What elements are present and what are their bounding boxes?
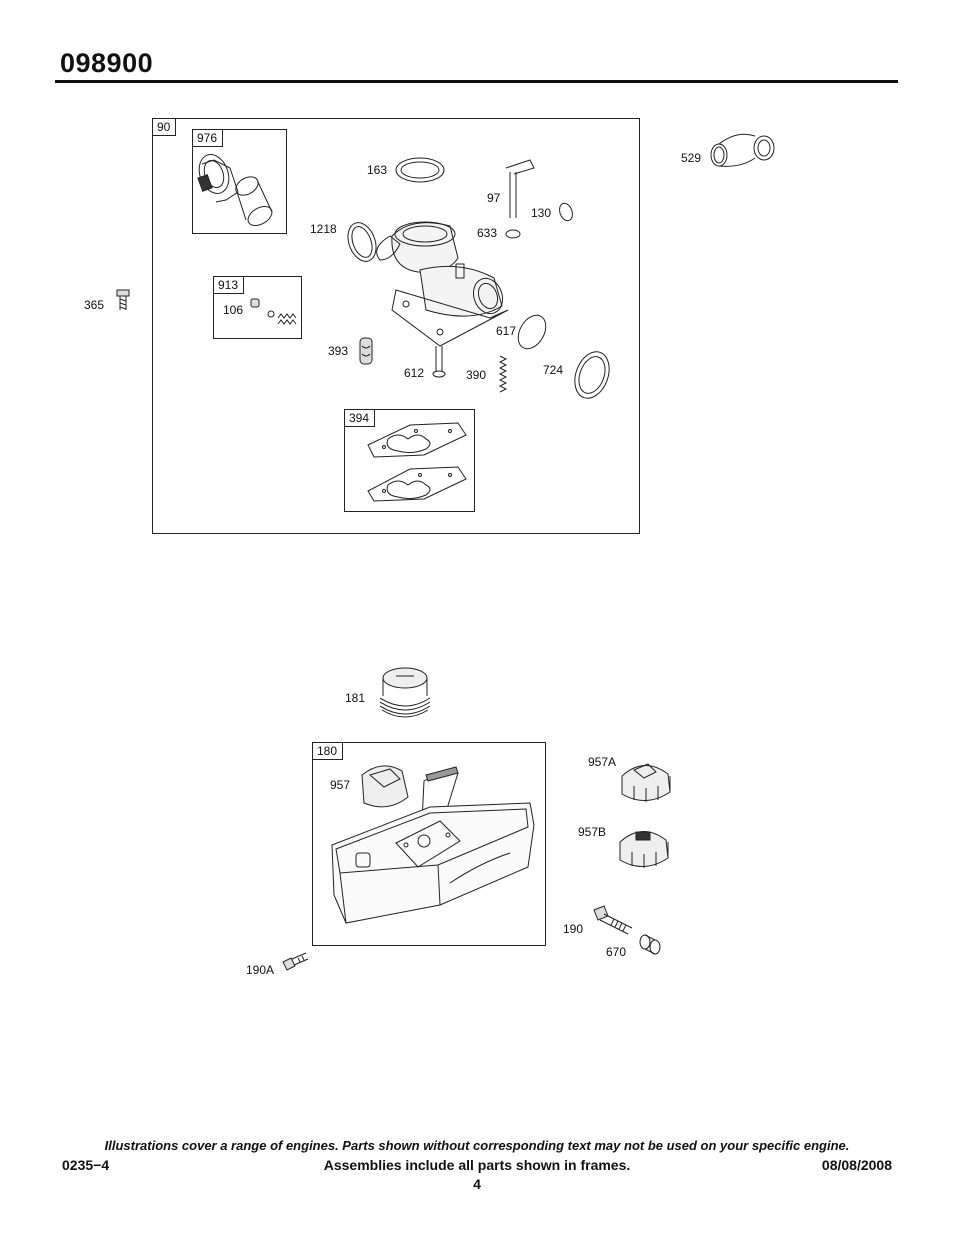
part-label-612: 612 — [404, 366, 425, 380]
part-label-130: 130 — [531, 206, 552, 220]
part-label-390: 390 — [466, 368, 487, 382]
bolt-190-drawing — [590, 904, 638, 938]
frame-air-cleaner-kit: 976 — [192, 129, 287, 234]
air-cleaner-adapter-drawing — [192, 150, 287, 235]
carburetor-body-drawing — [340, 150, 620, 390]
part-label-393: 393 — [328, 344, 349, 358]
frame-tag-needle-kit: 913 — [214, 277, 245, 294]
diaphragm-gaskets-drawing — [360, 413, 472, 505]
part-label-957: 957 — [330, 778, 351, 792]
frame-carburetor: 90 — [152, 118, 640, 534]
spacer-670-drawing — [637, 932, 663, 958]
part-label-190: 190 — [563, 922, 584, 936]
part-label-1218: 1218 — [310, 222, 337, 236]
bolt-190A-drawing — [280, 950, 310, 974]
part-label-724: 724 — [543, 363, 564, 377]
part-label-106: 106 — [223, 303, 244, 317]
frame-fuel-tank: 180 — [312, 742, 546, 946]
frame-tag-carburetor: 90 — [153, 119, 177, 136]
part-label-190A: 190A — [246, 963, 275, 977]
fuel-cap-957A-drawing — [616, 756, 674, 804]
part-label-97: 97 — [487, 191, 501, 205]
elbow-529-drawing — [706, 128, 776, 170]
part-label-633: 633 — [477, 226, 498, 240]
fuel-tank-drawing — [320, 755, 542, 940]
fuel-cap-957B-drawing — [614, 822, 672, 872]
part-label-181: 181 — [345, 691, 366, 705]
part-label-529: 529 — [681, 151, 702, 165]
part-label-957B: 957B — [578, 825, 607, 839]
title-rule — [55, 80, 898, 83]
screw-365-drawing — [114, 286, 134, 314]
part-label-957A: 957A — [588, 755, 617, 769]
fuel-cap-181-drawing — [372, 664, 438, 722]
footer-date: 08/08/2008 — [821, 1157, 892, 1173]
frame-needle-kit: 913 — [213, 276, 302, 339]
frame-tag-fuel-tank: 180 — [313, 743, 344, 760]
model-number-title: 098900 — [60, 48, 154, 78]
needle-kit-drawing — [248, 296, 300, 334]
footer-code: 0235−4 — [62, 1157, 110, 1173]
footer-page-number: 4 — [473, 1176, 481, 1192]
part-label-365: 365 — [84, 298, 105, 312]
frame-diaphragm-kit: 394 — [344, 409, 475, 512]
footer-assemblies-note: Assemblies include all parts shown in fr… — [323, 1157, 631, 1173]
footer-disclaimer: Illustrations cover a range of engines. … — [104, 1138, 850, 1153]
part-label-163: 163 — [367, 163, 388, 177]
part-label-670: 670 — [606, 945, 627, 959]
frame-tag-diaphragm-kit: 394 — [345, 410, 376, 427]
part-label-617: 617 — [496, 324, 517, 338]
frame-tag-air-cleaner-kit: 976 — [193, 130, 224, 147]
